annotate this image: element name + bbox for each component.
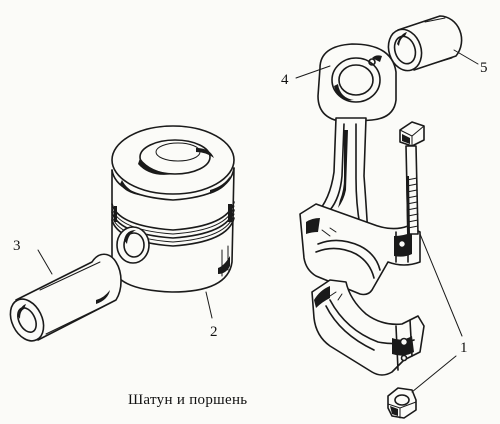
- callout-labels: 4 5 3 2 1: [13, 60, 488, 356]
- leader-4: [295, 65, 331, 79]
- leader-1a: [419, 233, 463, 337]
- callout-2: 2: [210, 324, 218, 340]
- connecting-rod-cap: [311, 279, 425, 376]
- piston-pin: [9, 253, 122, 342]
- callout-4: 4: [281, 72, 289, 88]
- leader-3: [37, 249, 53, 275]
- leader-2: [205, 291, 213, 319]
- callout-1: 1: [460, 340, 468, 356]
- figure-caption: Шатун и поршень: [128, 392, 248, 408]
- piston: [111, 125, 235, 293]
- connecting-rod: [299, 43, 421, 296]
- leader-5: [453, 49, 479, 65]
- callout-3: 3: [13, 238, 21, 254]
- rod-bolt: [399, 121, 425, 235]
- callout-5: 5: [480, 60, 488, 76]
- leader-lines: [37, 49, 479, 393]
- bolt-nut: [387, 387, 417, 419]
- leader-1b: [411, 355, 457, 393]
